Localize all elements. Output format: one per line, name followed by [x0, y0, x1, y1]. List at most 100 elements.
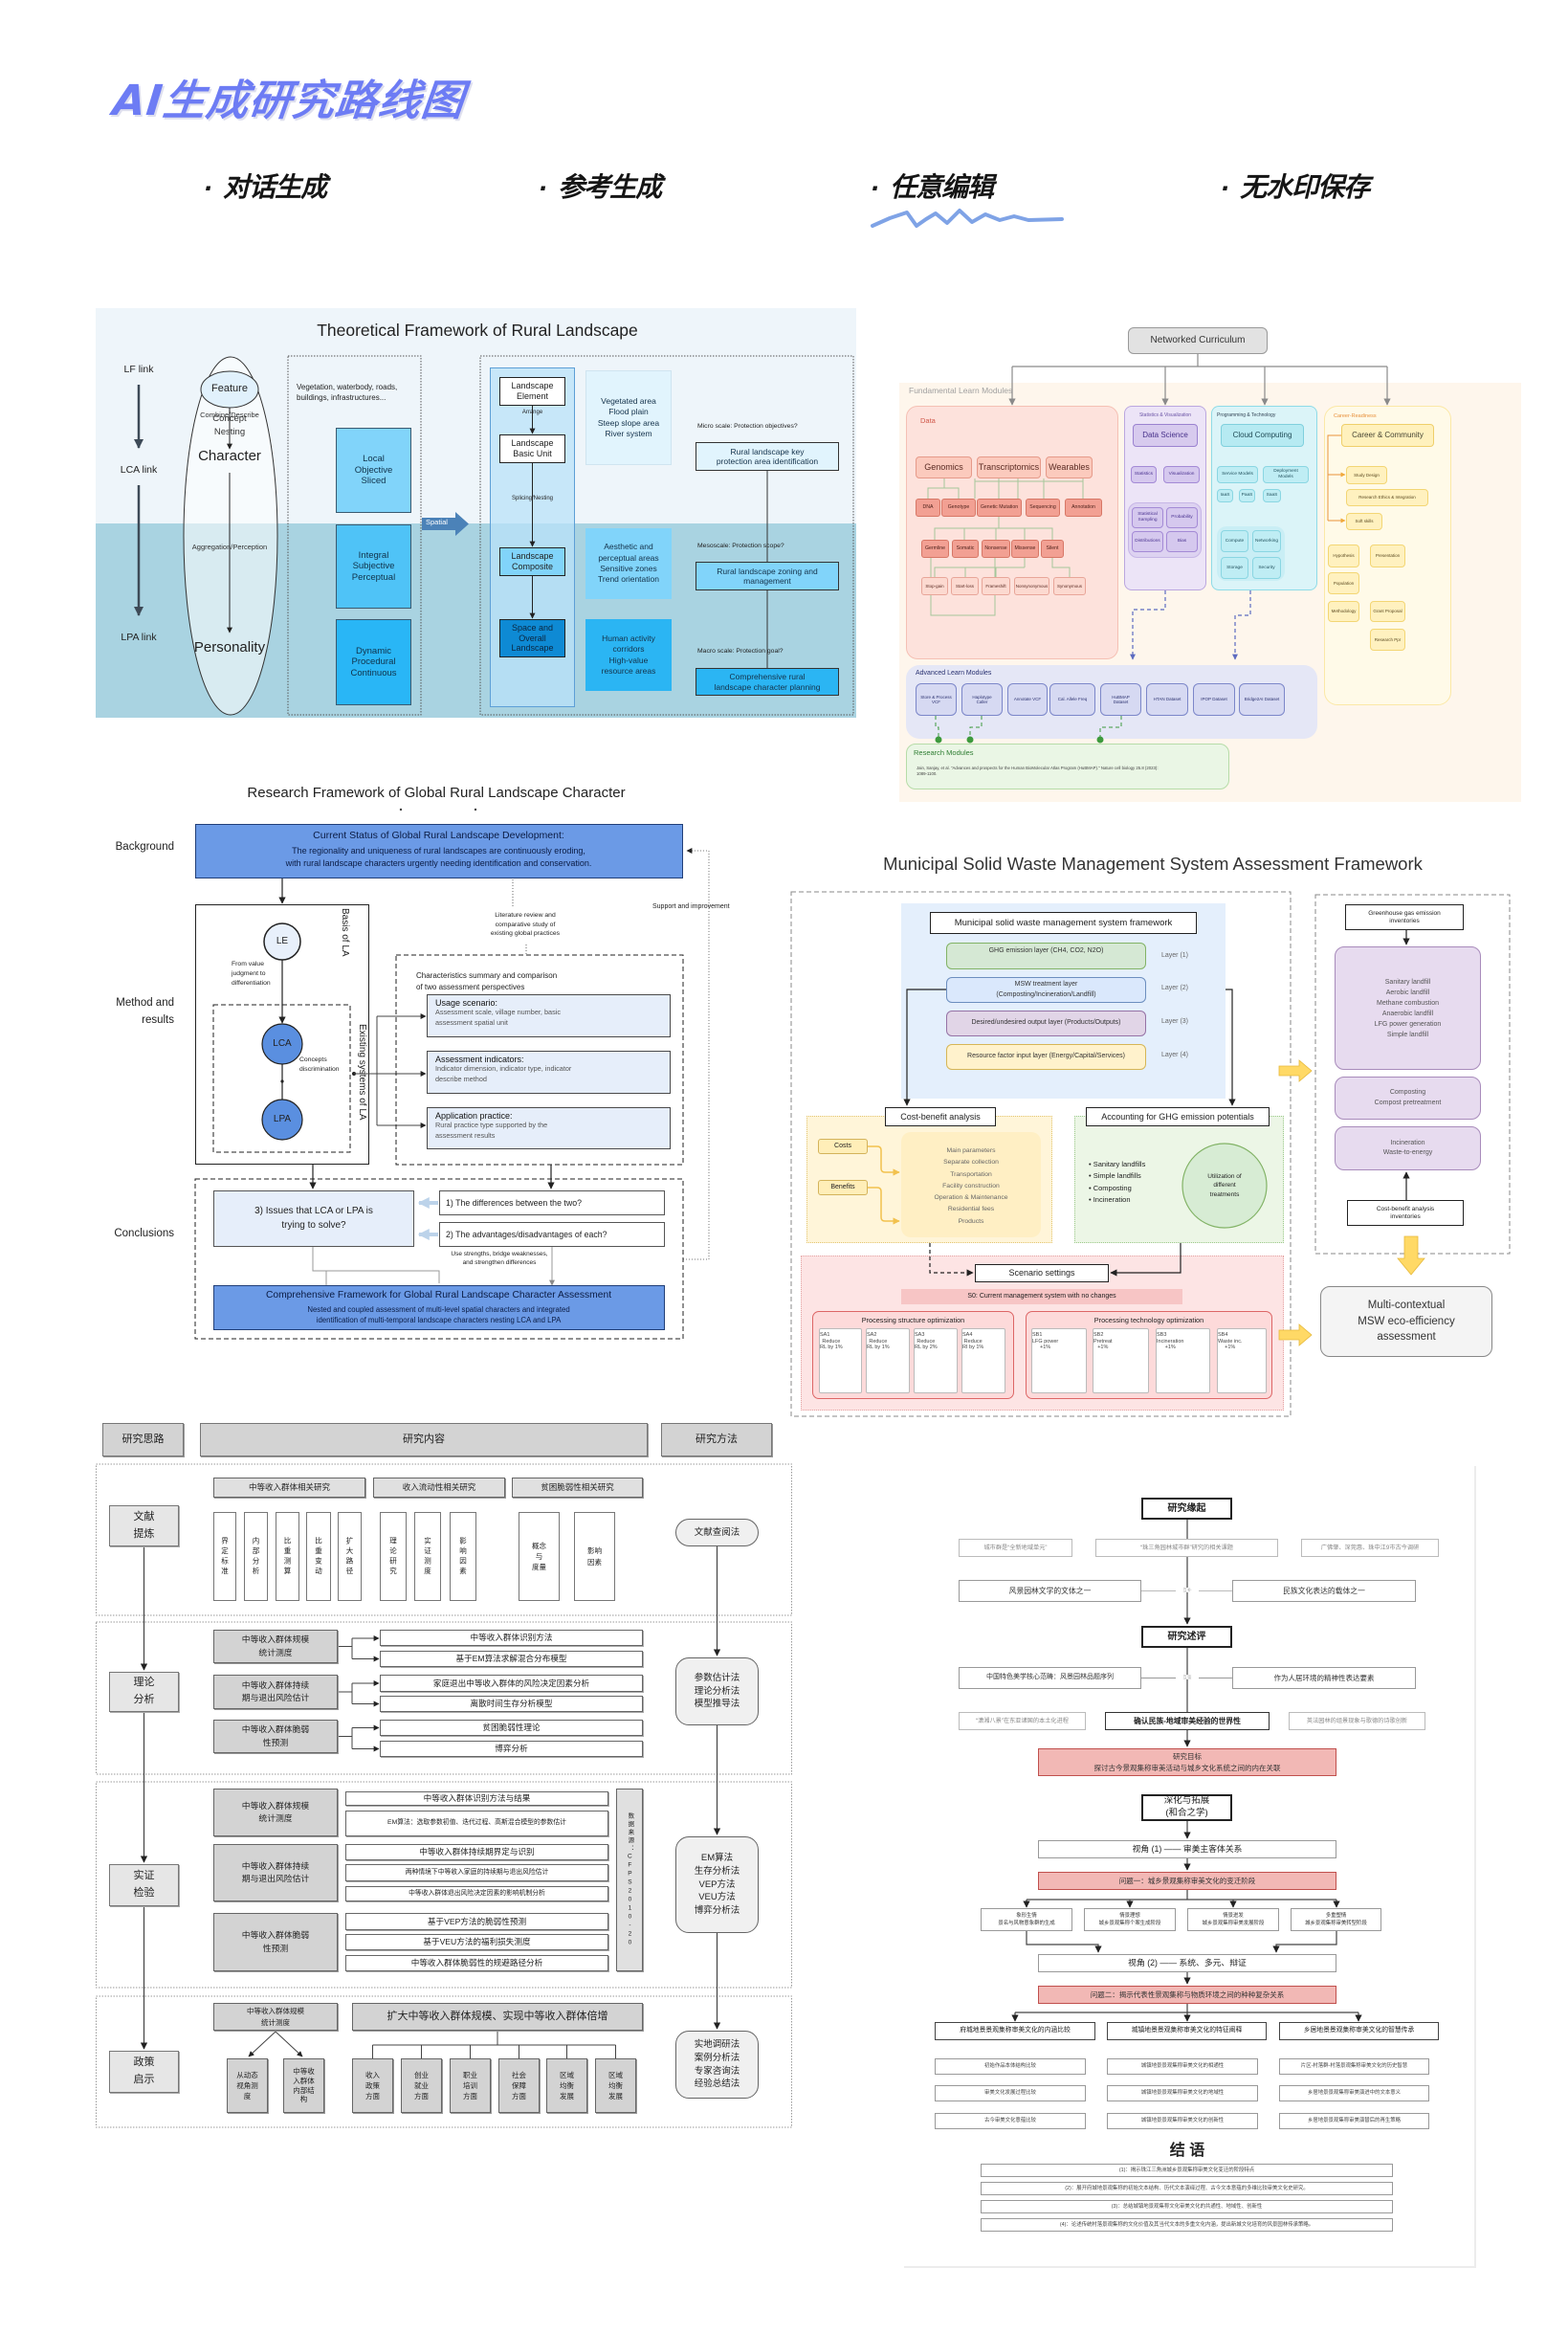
spatial-label: Spatial: [426, 518, 448, 526]
attribute-box-dynamic: Dynamic Procedural Continuous: [336, 619, 411, 705]
empirical-item: 基于VEP方法的脆弱性预测: [345, 1913, 608, 1930]
stage-box: 象形生情 景名与风物意象群的生成: [981, 1908, 1072, 1931]
layer-output: Desired/undesired output layer (Products…: [946, 1011, 1146, 1036]
networking-box: Networking: [1252, 530, 1281, 552]
curriculum-connectors: [927, 354, 1391, 744]
presentation-box: Presentation: [1370, 545, 1405, 567]
cloud-computing-box: Cloud Computing: [1221, 424, 1304, 447]
layer-label: Layer (3): [1161, 1018, 1189, 1025]
review-item-key: 确认民族-地域审美经验的世界性: [1105, 1712, 1270, 1730]
conclusion-item: (1)：揭示珠江三角洲城乡景观集称审美文化变迁的阶段特点: [981, 2164, 1393, 2177]
assessment-indicators-body: Indicator dimension, indicator type, ind…: [435, 1064, 572, 1083]
theme-box: 城镇地景景观集称审美文化的特征阐释: [1107, 2022, 1267, 2040]
junction-dot: [280, 1079, 284, 1083]
treatment-to-ghg-arrow: [1226, 989, 1236, 1106]
aggregation-label: Aggregation/Perception: [191, 543, 268, 551]
method-literature-review: 文献查阅法: [675, 1519, 759, 1546]
usage-scenario-box: Usage scenario: Assessment scale, villag…: [427, 994, 671, 1037]
header-research-methods: 研究方法: [661, 1423, 772, 1456]
theme-item: 城镇地景景观集称审美文化的地域性: [1107, 2085, 1258, 2101]
framework-connectors: [134, 355, 854, 716]
bullet-icon: ·: [1221, 175, 1229, 202]
comprehensive-framework-box: Comprehensive Framework for Global Rural…: [213, 1285, 665, 1330]
research-ethics-box: Research Ethics & Integration: [1346, 489, 1428, 506]
title-dot: [399, 808, 403, 811]
stage-box: 情景理想 城乡景观集称个案生成阶段: [1084, 1908, 1176, 1931]
layer-label: Layer (2): [1161, 985, 1189, 991]
landscape-element-box: Landscape Element: [499, 377, 565, 406]
programming-group-label: Programming & Technology: [1217, 412, 1276, 418]
origin-pair-link-label: 互补: [1176, 1588, 1199, 1593]
layer-label: Layer (4): [1161, 1052, 1189, 1058]
module-nonsynonymous: Nonsynonymous: [1014, 577, 1049, 595]
stages-to-view2-left: [1026, 1931, 1102, 1953]
career-bracket: [1327, 434, 1341, 521]
background-box: Current Status of Global Rural Landscape…: [195, 824, 683, 878]
benefits-connector: [868, 1187, 900, 1225]
comprehensive-framework-body: Nested and coupled assessment of multi-l…: [307, 1305, 570, 1324]
module-genomics: Genomics: [916, 456, 972, 478]
stage-policy: 政策 启示: [109, 2051, 179, 2093]
empirical-topic: 中等收入群体规模 统计测度: [213, 1789, 338, 1836]
review-item: 英法园林的组景现象与歌德的诗歌创新: [1289, 1712, 1425, 1730]
feature-label: 无水印保存: [1240, 171, 1370, 203]
landfill-item: Simple landfill: [1386, 1031, 1429, 1038]
value-judgment-label: From value judgment to differentiation: [232, 961, 271, 987]
policy-topic: 中等收入群体规模 统计测度: [213, 2003, 338, 2031]
probability-box: Probability: [1166, 507, 1198, 528]
literature-item: 概念 与 度量: [519, 1512, 560, 1601]
existing-systems-label: Existing systems of LA: [357, 1024, 367, 1121]
landfill-item: Sanitary landfill: [1384, 978, 1431, 986]
statistics-dashed-connector: [1130, 590, 1166, 660]
research-modules-group: [906, 744, 1229, 789]
policy-aspect: 职业 培训 方面: [450, 2058, 491, 2113]
saas-box: SaaS: [1263, 489, 1281, 502]
module-germline: Germline: [921, 540, 949, 558]
method-empirical: EM算法 生存分析法 VEP方法 VEU方法 博弈分析法: [675, 1836, 759, 1933]
basis-of-la-label: Basis of LA: [340, 908, 350, 957]
treatment-bullet-list: • Sanitary landfills • Simple landfills …: [1089, 1159, 1145, 1206]
networked-curriculum-diagram: Networked Curriculum Fundamental Learn M…: [899, 321, 1526, 804]
ghg-to-scenario-arrow: [1110, 1243, 1182, 1277]
lpa-circle: [261, 1099, 303, 1141]
costs-box: Costs: [818, 1139, 868, 1154]
spatial-arrow-icon: [422, 512, 469, 536]
module-genetic-mutation: Genetic Mutation: [977, 499, 1022, 517]
arrange-label: Arrange: [521, 410, 543, 415]
question-2-box: 问题二：揭示代表性景观集称与物质环境之间的种种复杂关系: [1038, 1986, 1336, 2004]
layer-msw-treatment: MSW treatment layer (Composting/Incinera…: [946, 977, 1146, 1003]
stage-theory: 理论 分析: [109, 1672, 179, 1712]
deepen-extend-box: 深化与拓展 (和合之学): [1141, 1794, 1232, 1821]
background-title: Current Status of Global Rural Landscape…: [313, 830, 564, 841]
advanced-module-hubmap: HuBMAP Dataset: [1100, 683, 1141, 716]
research-citation: Jain, Sanjay, et al. "Advances and prosp…: [917, 766, 1159, 777]
utilization-label: Utilization of different treatments: [1207, 1172, 1242, 1198]
empirical-item: 中等收入群体持续期界定与识别: [345, 1844, 608, 1860]
topic-middle-income: 中等收入群体相关研究: [213, 1478, 365, 1498]
treatment-item: • Incineration: [1089, 1194, 1131, 1204]
question-differences: 1) The differences between the two?: [439, 1190, 665, 1215]
technology-optimization-title: Processing technology optimization: [1093, 1316, 1204, 1324]
research-origin-box: 研究缘起: [1141, 1498, 1232, 1520]
theme-item: 片区-村落群-村落景观集称审美文化的历史智慧: [1279, 2058, 1429, 2075]
policy-goal: 扩大中等收入群体规模、实现中等收入群体倍增: [352, 2003, 643, 2031]
splicing-nesting-label: Splicing/Nesting: [511, 496, 554, 501]
msw-connectors: [790, 891, 1511, 1417]
feature-label: 参考生成: [558, 171, 662, 203]
row-label-background: Background: [115, 841, 174, 853]
iaas-box: IaaS: [1217, 489, 1233, 502]
composting-box: Composting Compost pretreatment: [1335, 1077, 1481, 1120]
conclusion-item: (4)：论述传统村落景观集称的文化价值及其当代文本的多重文化内涵，提出新城文化培…: [981, 2218, 1393, 2232]
literature-item: 扩大路径: [338, 1512, 362, 1601]
population-box: Population: [1328, 572, 1359, 594]
research-modules-label: Research Modules: [914, 748, 974, 757]
background-body: The regionality and uniqueness of rural …: [285, 846, 592, 868]
policy-diagonal-arrow: [275, 2031, 303, 2057]
method-theory: 参数估计法 理论分析法 模型推导法: [675, 1657, 759, 1725]
data-module-group: [906, 406, 1118, 659]
module-wearables: Wearables: [1046, 456, 1093, 478]
theory-topic: 中等收入群体脆弱 性预测: [213, 1720, 338, 1753]
